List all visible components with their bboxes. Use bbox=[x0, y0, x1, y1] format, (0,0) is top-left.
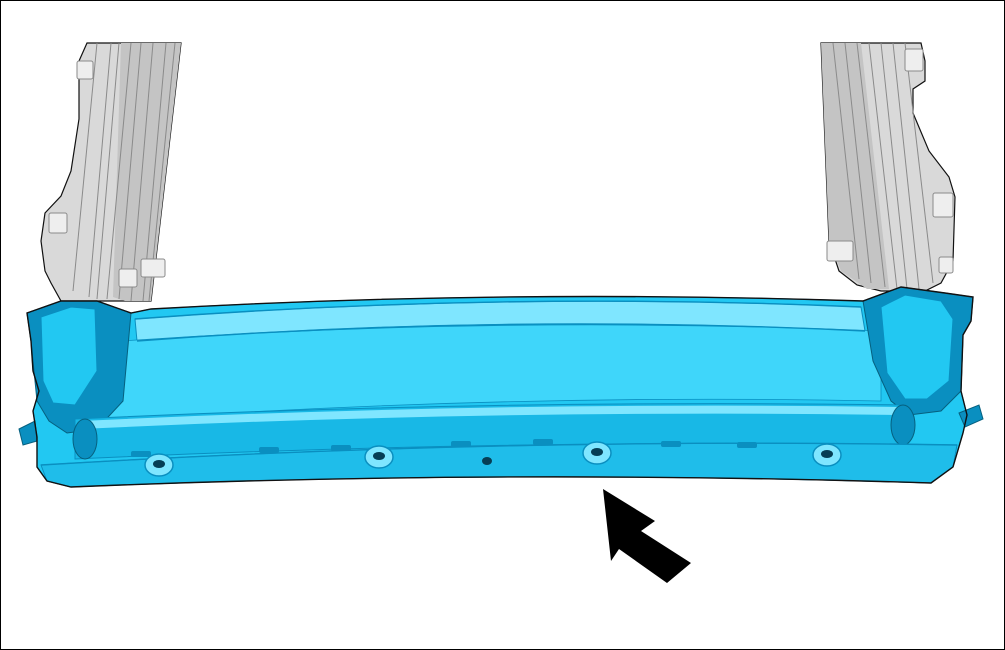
mounting-hole bbox=[812, 443, 842, 467]
locator-arrow bbox=[603, 489, 691, 583]
front-frame-assembly bbox=[18, 286, 984, 488]
small-hole bbox=[482, 457, 492, 465]
mounting-hole bbox=[364, 445, 394, 469]
left-guide-rail bbox=[40, 42, 182, 302]
mounting-hole bbox=[582, 441, 612, 465]
right-guide-rail bbox=[820, 42, 956, 292]
mounting-hole bbox=[144, 453, 174, 477]
left-stud bbox=[18, 420, 38, 446]
